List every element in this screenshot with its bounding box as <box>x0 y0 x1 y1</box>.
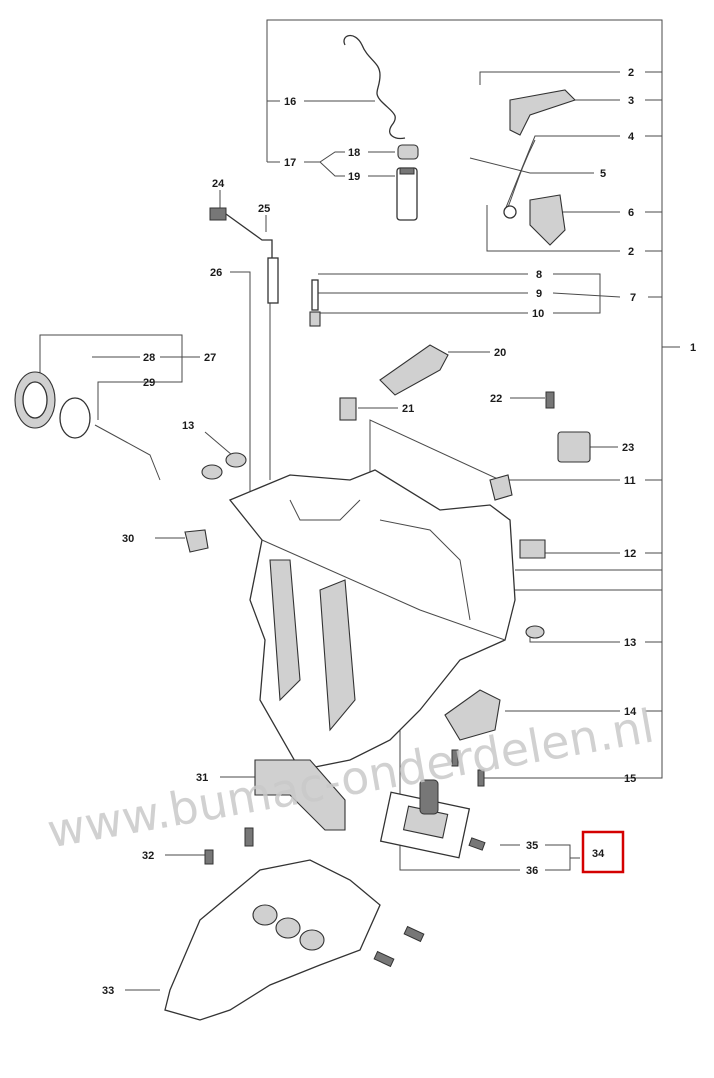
part-12-bracket <box>519 539 546 559</box>
label-19: 19 <box>348 171 360 183</box>
label-7: 7 <box>630 292 636 304</box>
label-31: 31 <box>196 772 208 784</box>
part-27-28-29-seal <box>14 371 161 481</box>
leader-lines <box>39 19 680 991</box>
label-3: 3 <box>628 95 634 107</box>
label-24: 24 <box>212 178 225 190</box>
label-14: 14 <box>624 706 637 718</box>
part-22-screw <box>545 391 555 409</box>
label-23: 23 <box>622 442 634 454</box>
label-4: 4 <box>628 131 635 143</box>
label-18: 18 <box>348 147 360 159</box>
label-2-top: 2 <box>628 67 634 79</box>
label-25: 25 <box>258 203 270 215</box>
label-6: 6 <box>628 207 634 219</box>
label-28: 28 <box>143 352 155 364</box>
part-3-throttle-lever <box>509 89 577 136</box>
part-11-clip <box>489 474 513 501</box>
label-22: 22 <box>490 393 502 405</box>
label-20: 20 <box>494 347 506 359</box>
label-36: 36 <box>526 865 538 877</box>
part-21-clip <box>339 397 357 421</box>
label-29: 29 <box>143 377 155 389</box>
part-15-screws <box>451 749 485 787</box>
label-13-left: 13 <box>182 420 194 432</box>
label-33: 33 <box>102 985 114 997</box>
part-8-10-pins <box>309 279 321 327</box>
label-13-right: 13 <box>624 637 636 649</box>
label-15: 15 <box>624 773 636 785</box>
label-11: 11 <box>624 475 636 487</box>
label-35: 35 <box>526 840 538 852</box>
highlight-box-34 <box>581 830 625 874</box>
label-10: 10 <box>532 308 544 320</box>
label-5: 5 <box>600 168 606 180</box>
label-32: 32 <box>142 850 154 862</box>
label-17: 17 <box>284 157 296 169</box>
label-30: 30 <box>122 533 134 545</box>
part-20-switch <box>379 344 449 396</box>
part-1-crankcase-housing <box>228 469 516 771</box>
part-24-26-choke-rod <box>209 207 279 304</box>
part-23-connector <box>557 431 591 463</box>
label-26: 26 <box>210 267 222 279</box>
label-16: 16 <box>284 96 296 108</box>
part-19-filter <box>396 167 418 221</box>
part-18-grommet <box>397 144 419 160</box>
part-labels: 1 2 2 3 4 5 6 7 8 9 10 11 12 13 13 14 15… <box>102 67 696 997</box>
label-1: 1 <box>690 342 696 354</box>
label-12: 12 <box>624 548 636 560</box>
label-8: 8 <box>536 269 542 281</box>
part-16-spring-hose <box>343 34 406 140</box>
part-6-trigger-lock <box>503 194 566 246</box>
part-34-35-36-vibration-damper <box>379 779 486 859</box>
part-30-small-bracket <box>184 529 209 553</box>
label-27: 27 <box>204 352 216 364</box>
label-21: 21 <box>402 403 414 415</box>
part-13-washers <box>201 452 545 639</box>
part-31-cover-plate <box>254 759 346 831</box>
part-14-trigger-guard <box>444 689 501 741</box>
part-33-bottom-guard <box>164 827 425 1021</box>
label-9: 9 <box>536 288 542 300</box>
label-2-bottom: 2 <box>628 246 634 258</box>
label-34: 34 <box>592 848 605 860</box>
